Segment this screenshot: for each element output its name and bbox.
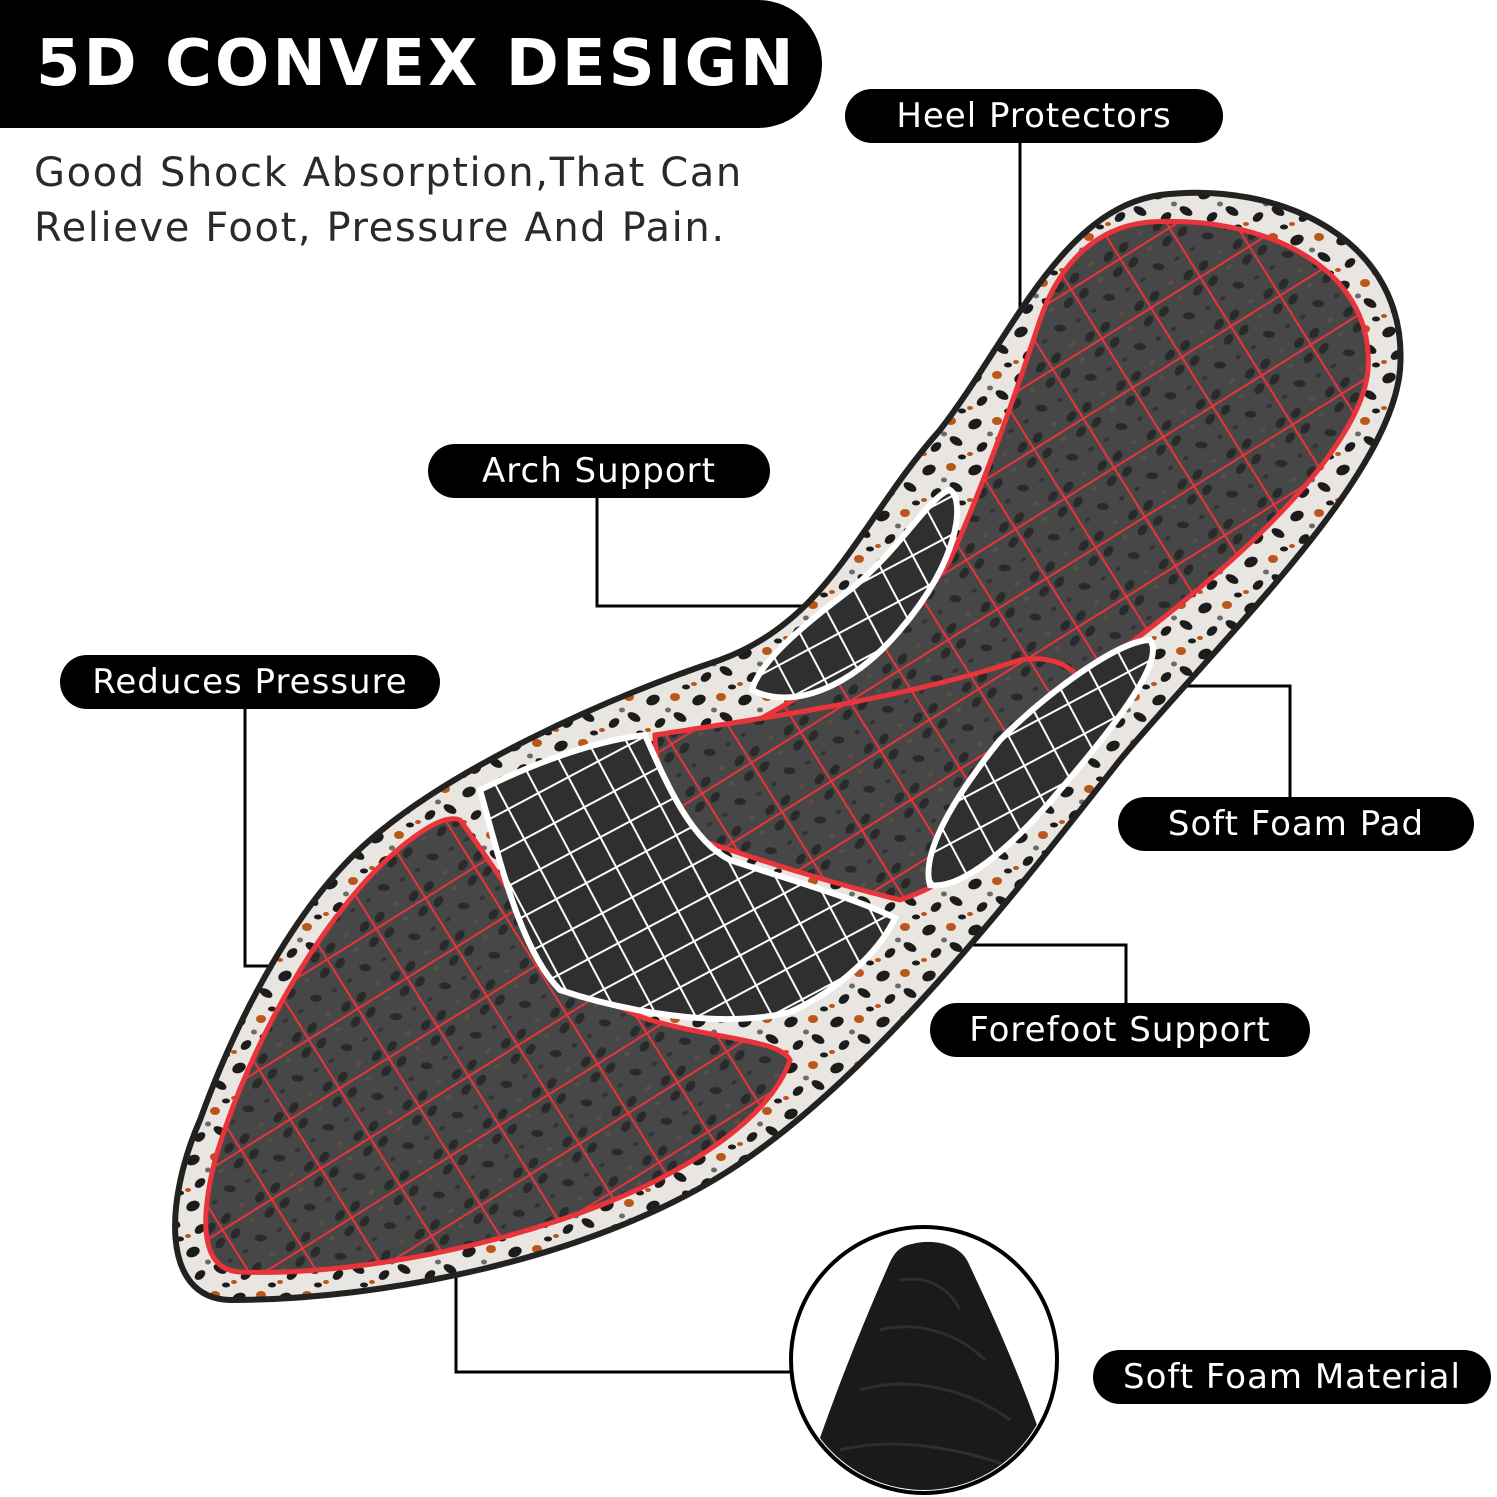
callout-heel-protectors-label: Heel Protectors (896, 96, 1172, 136)
subtitle-line-1: Good Shock Absorption,That Can (34, 150, 743, 196)
callout-soft-foam-pad-label: Soft Foam Pad (1167, 804, 1425, 844)
forefoot-grid-region (203, 816, 793, 1275)
callout-reduces-pressure: Reduces Pressure (60, 655, 440, 709)
callout-arch-support-label: Arch Support (482, 451, 716, 491)
callout-forefoot-support: Forefoot Support (930, 1003, 1310, 1057)
callout-forefoot-support-label: Forefoot Support (969, 1010, 1271, 1050)
page-title: 5D CONVEX DESIGN (36, 27, 797, 101)
title-banner: 5D CONVEX DESIGN (0, 0, 822, 128)
soft-foam-pad (925, 636, 1156, 889)
callout-arch-support: Arch Support (428, 444, 770, 498)
callout-soft-foam-material-label: Soft Foam Material (1123, 1357, 1461, 1397)
callout-soft-foam-material: Soft Foam Material (1093, 1350, 1491, 1404)
callout-reduces-pressure-label: Reduces Pressure (92, 662, 408, 702)
forefoot-support-pad (476, 731, 899, 1022)
subtitle-line-2: Relieve Foot, Pressure And Pain. (34, 205, 726, 251)
callout-heel-protectors: Heel Protectors (845, 89, 1223, 143)
callout-soft-foam-pad: Soft Foam Pad (1118, 797, 1474, 851)
subtitle: Good Shock Absorption,That Can Relieve F… (34, 146, 794, 256)
arch-support-pad (748, 486, 961, 701)
